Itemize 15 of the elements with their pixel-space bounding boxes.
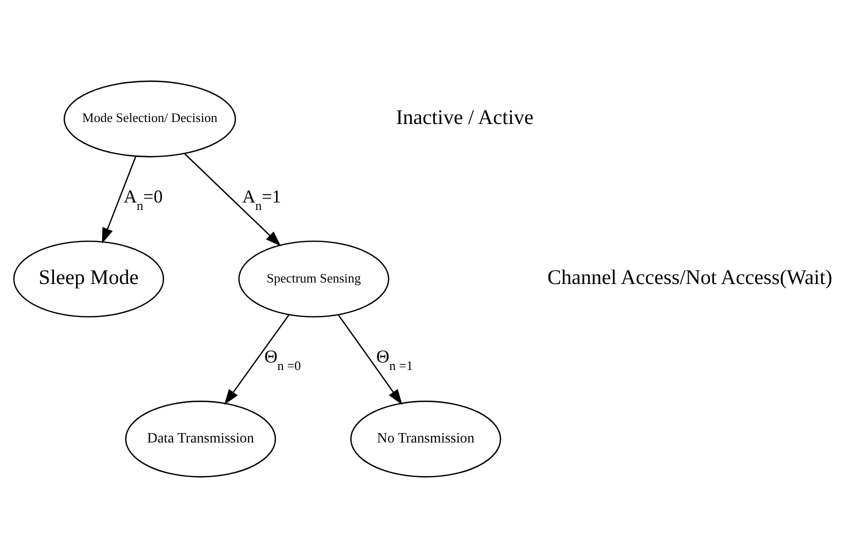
label: Inactive / Active bbox=[396, 104, 534, 129]
label: Channel Access/Not Access(Wait) bbox=[547, 264, 832, 289]
node-ellipse: Spectrum Sensing bbox=[238, 240, 390, 318]
edge-label: Θ$_{n =0}$ bbox=[264, 346, 301, 374]
node-ellipse: Sleep Mode bbox=[13, 240, 164, 318]
edge-label: A$_{n}$=1 bbox=[242, 186, 282, 213]
node-ellipse: Data Transmission bbox=[125, 400, 276, 478]
node-ellipse: No Transmission bbox=[350, 400, 502, 478]
arrow bbox=[102, 156, 136, 244]
node-ellipse: Mode Selection/ Decision bbox=[64, 80, 236, 158]
edge-label: Θ$_{n =1}$ bbox=[376, 346, 413, 374]
edge-label: A$_{n}$=0 bbox=[124, 186, 163, 213]
arrow bbox=[338, 314, 402, 405]
arrow bbox=[184, 153, 282, 246]
arrow bbox=[224, 314, 290, 405]
